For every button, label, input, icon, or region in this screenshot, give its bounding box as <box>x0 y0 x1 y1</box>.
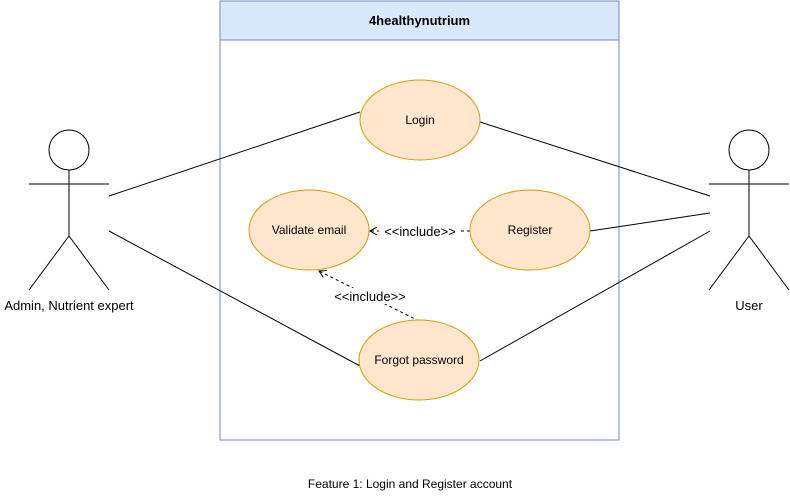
use-case-validate-email-label: Validate email <box>272 223 346 237</box>
admin-forgot-association <box>108 230 361 367</box>
actor-admin-leg-left <box>28 235 70 291</box>
use-case-register-label: Register <box>508 223 553 237</box>
system-title: 4healthynutrium <box>369 13 470 28</box>
use-case-register-shape <box>469 189 591 271</box>
include-label-register: <<include>> <box>384 224 456 239</box>
user-register-association <box>589 212 711 232</box>
actor-admin <box>28 129 110 291</box>
actor-admin-leg-right <box>68 235 110 291</box>
use-case-login-label: Login <box>405 113 434 127</box>
actor-user <box>708 129 790 291</box>
system-header <box>219 0 620 41</box>
use-case-validate-email-shape <box>248 189 370 271</box>
include-label-forgot: <<include>> <box>334 289 406 304</box>
include-label-bg-forgot <box>329 288 411 304</box>
actor-admin-label: Admin, Nutrient expert <box>4 298 134 313</box>
association-lines <box>108 111 711 367</box>
include-label-bg-register <box>379 223 461 239</box>
actor-user-label: User <box>735 298 763 313</box>
use-case-login: Login <box>359 79 481 161</box>
admin-login-association <box>108 111 361 197</box>
use-case-forgot-password-label: Forgot password <box>374 353 463 367</box>
use-case-login-shape <box>359 79 481 161</box>
actor-user-head <box>728 129 770 171</box>
use-case-forgot-password-shape <box>358 319 480 401</box>
diagram-caption: Feature 1: Login and Register account <box>307 477 513 491</box>
actor-admin-head <box>48 129 90 171</box>
use-case-register: Register <box>469 189 591 271</box>
user-forgot-association <box>479 230 711 362</box>
use-case-forgot-password: Forgot password <box>358 319 480 401</box>
actor-user-leg-right <box>748 235 790 291</box>
actor-user-leg-left <box>708 235 750 291</box>
use-case-validate-email: Validate email <box>248 189 370 271</box>
user-login-association <box>479 121 711 197</box>
